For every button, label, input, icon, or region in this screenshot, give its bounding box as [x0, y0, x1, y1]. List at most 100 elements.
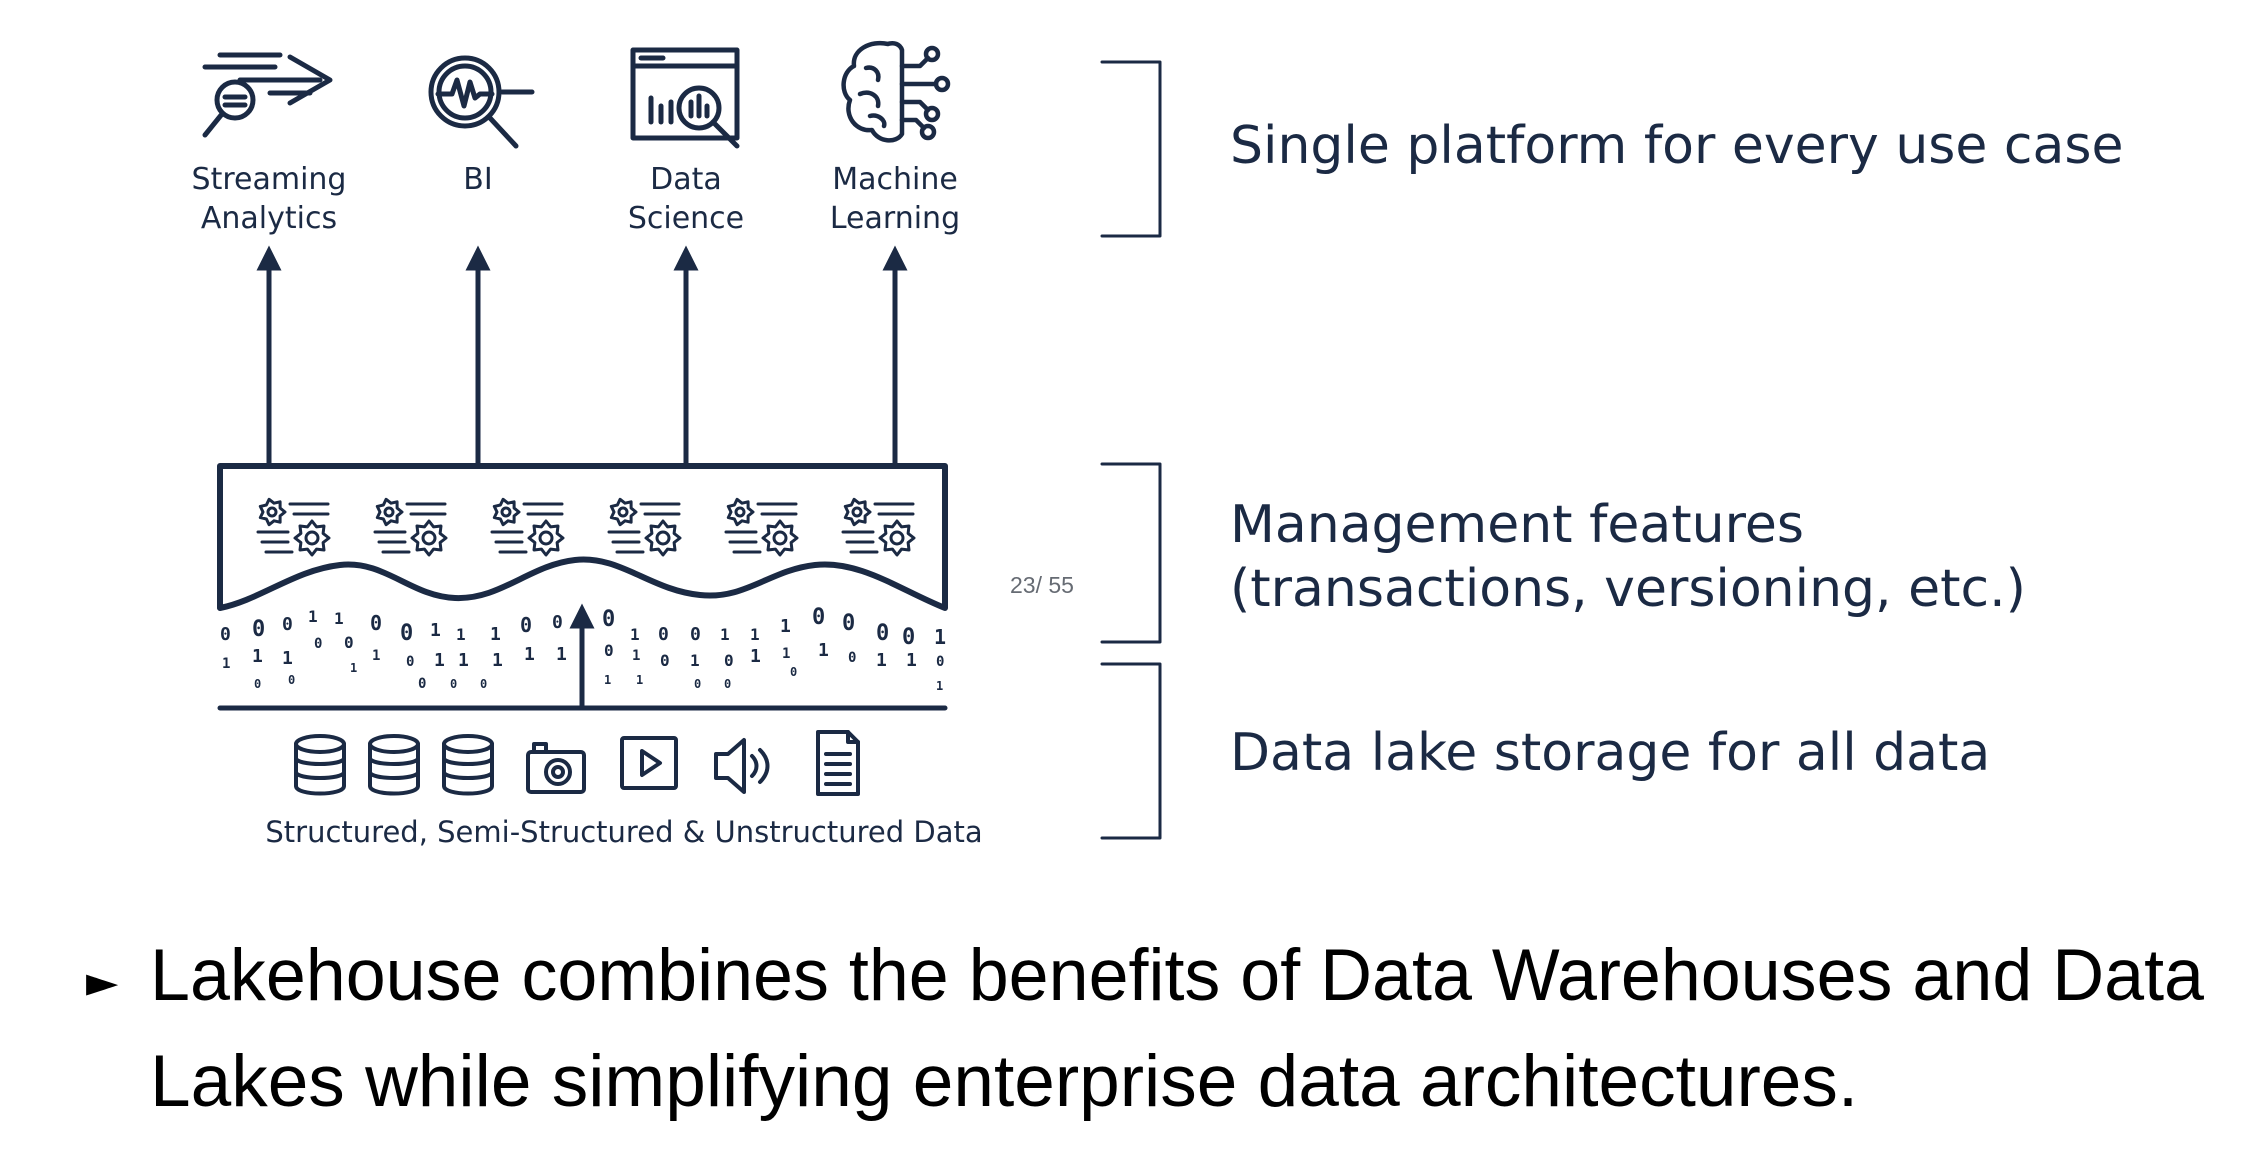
- bullet-line-1: Lakehouse combines the benefits of Data …: [150, 935, 2204, 1016]
- layer-label-storage: Data lake storage for all data: [1230, 723, 1990, 783]
- svg-text:0: 0: [604, 641, 614, 660]
- use-case-label-4a: Machine: [832, 162, 958, 197]
- use-case-label-1b: Analytics: [201, 201, 337, 236]
- svg-text:1: 1: [630, 625, 640, 644]
- svg-text:1: 1: [252, 646, 263, 667]
- svg-text:1: 1: [282, 648, 293, 669]
- svg-text:1: 1: [906, 650, 917, 671]
- database-icon: [294, 734, 346, 796]
- svg-text:1: 1: [372, 648, 380, 664]
- svg-text:1: 1: [750, 646, 761, 667]
- svg-text:0: 0: [848, 650, 856, 666]
- gear-icon: [724, 497, 799, 557]
- machine-learning-icon: [841, 40, 951, 143]
- svg-text:0: 0: [724, 651, 734, 670]
- svg-text:0: 0: [418, 676, 426, 692]
- data-science-icon: [630, 47, 740, 149]
- bracket-top: [1100, 60, 1162, 238]
- svg-text:1: 1: [636, 673, 643, 687]
- svg-text:1: 1: [456, 625, 466, 644]
- use-case-label-2a: BI: [463, 162, 492, 197]
- svg-text:1: 1: [556, 644, 567, 665]
- svg-text:0: 0: [254, 677, 261, 691]
- svg-text:1: 1: [604, 673, 611, 687]
- use-case-label-4b: Learning: [830, 201, 960, 236]
- svg-text:1: 1: [434, 650, 445, 671]
- svg-text:0: 0: [876, 621, 889, 646]
- svg-text:1: 1: [750, 625, 760, 644]
- gear-icon-row: [256, 497, 916, 557]
- camera-icon: [526, 742, 586, 794]
- svg-text:0: 0: [690, 624, 701, 645]
- svg-text:1: 1: [780, 616, 791, 637]
- svg-text:0: 0: [552, 612, 563, 633]
- storage-caption: Structured, Semi-Structured & Unstructur…: [265, 815, 982, 849]
- gear-icon: [256, 497, 331, 557]
- svg-text:0: 0: [812, 605, 825, 630]
- bracket-bottom: [1100, 662, 1162, 840]
- svg-text:0: 0: [658, 624, 669, 645]
- svg-text:0: 0: [602, 607, 615, 632]
- svg-text:1: 1: [222, 656, 230, 672]
- svg-text:0: 0: [842, 611, 855, 636]
- svg-text:1: 1: [458, 650, 469, 671]
- svg-text:0: 0: [370, 611, 382, 635]
- svg-text:0: 0: [288, 673, 295, 687]
- svg-text:1: 1: [492, 650, 503, 671]
- svg-text:1: 1: [350, 661, 357, 675]
- svg-text:0: 0: [344, 633, 354, 652]
- gear-icon: [841, 497, 916, 557]
- use-case-label-1a: Streaming: [192, 162, 347, 197]
- svg-text:1: 1: [720, 625, 730, 644]
- svg-text:1: 1: [430, 620, 441, 641]
- bullet-line-2: Lakes while simplifying enterprise data …: [150, 1041, 1858, 1122]
- layer-label-management-1: Management features: [1230, 495, 1804, 555]
- svg-text:0: 0: [520, 613, 532, 637]
- svg-text:1: 1: [334, 609, 344, 628]
- page-number: 23/ 55: [1010, 572, 1074, 598]
- svg-text:1: 1: [524, 644, 535, 665]
- svg-text:0: 0: [314, 636, 322, 652]
- layer-label-management-2: (transactions, versioning, etc.): [1230, 559, 2026, 619]
- svg-text:0: 0: [790, 665, 797, 679]
- management-layer-box: [217, 463, 948, 611]
- svg-text:0: 0: [902, 625, 915, 650]
- svg-text:1: 1: [934, 625, 946, 649]
- svg-text:0: 0: [450, 677, 457, 691]
- svg-text:0: 0: [724, 677, 731, 691]
- svg-text:1: 1: [308, 607, 318, 626]
- gear-icon: [490, 497, 565, 557]
- svg-text:1: 1: [782, 646, 790, 662]
- svg-text:0: 0: [936, 654, 944, 670]
- speaker-icon: [714, 738, 770, 794]
- svg-text:0: 0: [282, 614, 293, 635]
- layer-label-platform: Single platform for every use case: [1230, 116, 2123, 176]
- streaming-analytics-icon: [202, 52, 333, 138]
- database-icon: [442, 734, 494, 796]
- bracket-middle: [1100, 462, 1162, 644]
- video-play-icon: [620, 736, 678, 790]
- svg-text:1: 1: [490, 624, 501, 645]
- gear-icon: [607, 497, 682, 557]
- use-case-label-3b: Science: [628, 201, 744, 236]
- svg-text:1: 1: [818, 640, 829, 661]
- gear-icon: [373, 497, 448, 557]
- use-case-label-3a: Data: [650, 162, 722, 197]
- svg-text:0: 0: [660, 651, 670, 670]
- svg-text:1: 1: [632, 648, 640, 664]
- bullet-marker: ►: [86, 957, 119, 1006]
- svg-text:1: 1: [690, 651, 700, 670]
- document-icon: [816, 730, 860, 796]
- svg-text:0: 0: [220, 624, 231, 645]
- svg-text:0: 0: [252, 617, 265, 642]
- svg-text:1: 1: [876, 650, 887, 671]
- svg-text:0: 0: [400, 621, 413, 646]
- svg-text:1: 1: [936, 679, 943, 693]
- svg-text:0: 0: [480, 677, 487, 691]
- svg-text:0: 0: [694, 677, 701, 691]
- svg-text:0: 0: [406, 654, 414, 670]
- database-icon: [368, 734, 420, 796]
- bi-icon: [428, 55, 535, 149]
